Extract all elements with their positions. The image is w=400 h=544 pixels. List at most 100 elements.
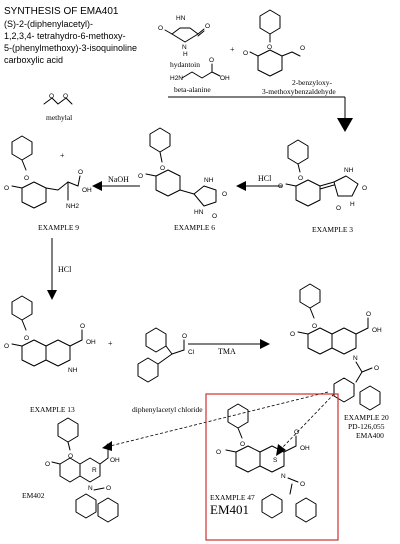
diphenylacetyl-label: diphenylacetyl chloride (132, 405, 203, 414)
ex20-o: O (366, 311, 371, 318)
ex13-oh: OH (86, 339, 96, 346)
ex9-o: O (78, 169, 83, 176)
aldehyde-label-2: 3-methoxybenzaldehyde (262, 87, 336, 96)
hydantoin-h-bottom: H (183, 51, 188, 58)
example-20-label-1: EXAMPLE 20 (344, 413, 389, 422)
example-6-label: EXAMPLE 6 (174, 223, 215, 232)
reagent-naoh: NaOH (108, 175, 129, 184)
em402-o: O (106, 443, 111, 450)
example-9-structure: O O O OH NH2 (4, 135, 92, 210)
reagent-hcl-1: HCl (258, 174, 272, 183)
example-9-label: EXAMPLE 9 (38, 223, 79, 232)
em401-label: EM401 (210, 502, 249, 517)
example-3-label: EXAMPLE 3 (312, 225, 353, 234)
aldehyde-structure: O O O (243, 9, 305, 77)
example-3-structure: O O NH O O H (278, 139, 367, 212)
plus-sign-2: + (60, 151, 65, 160)
ex20-oh: OH (372, 327, 382, 334)
ex6-nh-top: NH (204, 177, 214, 184)
ex9-o-benzyl: O (24, 175, 29, 182)
example-20-structure: O O O OH N O (290, 283, 382, 411)
ex6-hn-bottom: HN (194, 209, 204, 216)
plus-sign-1: + (230, 45, 235, 54)
ex9-o-methoxy: O (4, 185, 9, 192)
dashed-arrow-to-em402 (102, 391, 329, 451)
ex3-o-methoxy: O (278, 183, 283, 190)
hydantoin-hn-top: HN (176, 15, 186, 22)
reagent-hcl-2: HCl (58, 265, 72, 274)
ex3-nh-top: NH (344, 167, 354, 174)
title-line-5: carboxylic acid (4, 55, 63, 65)
ex6-o-benzyl: O (160, 165, 165, 172)
ex6-o-right: O (222, 191, 227, 198)
hydantoin-structure: O O N H HN (158, 15, 210, 58)
em401-o-amide: O (300, 481, 305, 488)
aldehyde-o-carbonyl: O (300, 45, 305, 52)
em402-o-methoxy: O (45, 461, 50, 468)
diphenylacetyl-structure: O Cl (137, 327, 195, 383)
methylal-o-2: O (63, 93, 68, 100)
beta-alanine-structure: H2N O OH (170, 57, 230, 82)
ex13-o-benzyl: O (24, 335, 29, 342)
example-20-label-3: EMA400 (356, 431, 384, 440)
ex20-o-benzyl: O (312, 323, 317, 330)
ex6-o-bottom: O (212, 213, 217, 220)
example-20-label-2: PD-126,055 (348, 422, 385, 431)
title-line-1: SYNTHESIS OF EMA401 (4, 6, 119, 17)
em401-stereo-s: S (273, 457, 278, 464)
em402-o-amide: O (106, 485, 111, 492)
em401-o: O (294, 429, 299, 436)
aldehyde-o-benzyl: O (267, 44, 272, 51)
arrow-to-example-3 (168, 96, 353, 132)
beta-alanine-h2n: H2N (170, 75, 183, 82)
title-line-4: 5-(phenylmethoxy)-3-isoquinoline (4, 43, 137, 53)
arrow-hcl-1: HCl (236, 174, 282, 191)
beta-alanine-o: O (209, 57, 214, 64)
ex13-o: O (80, 323, 85, 330)
methylal-structure: O O (43, 93, 73, 105)
ex20-o-methoxy: O (290, 331, 295, 338)
example-13-structure: O O O OH NH (4, 295, 96, 374)
em401-o-methoxy: O (216, 449, 221, 456)
em401-o-benzyl: O (240, 441, 245, 448)
hydantoin-o-right: O (205, 23, 210, 30)
beta-alanine-label: beta-alanine (174, 85, 211, 94)
em402-structure: O O R O OH N O (45, 417, 120, 523)
em402-label: EM402 (22, 491, 45, 500)
em402-oh: OH (110, 457, 120, 464)
ex20-n: N (353, 355, 358, 362)
aldehyde-o-methoxy: O (243, 50, 248, 57)
ex20-o-amide: O (374, 365, 379, 372)
methylal-o-1: O (49, 93, 54, 100)
ex3-h-bottom: H (350, 201, 355, 208)
arrow-naoh: NaOH (92, 175, 140, 191)
ex3-o-right: O (362, 185, 367, 192)
ex9-oh: OH (82, 187, 92, 194)
ex3-o-benzyl: O (298, 175, 303, 182)
diphenyl-cl: Cl (188, 349, 195, 356)
em401-highlight-box (205, 393, 339, 541)
scheme-title: SYNTHESIS OF EMA401 (S)-2-(diphenylacety… (4, 6, 137, 65)
plus-sign-3: + (108, 339, 113, 348)
example-13-label: EXAMPLE 13 (30, 405, 75, 414)
arrow-hcl-2: HCl (47, 238, 72, 300)
em401-n: N (281, 473, 286, 480)
title-line-3: 1,2,3,4- tetrahydro-6-methoxy- (4, 31, 126, 41)
em401-structure: O O S O OH N O (216, 403, 317, 523)
em401-oh: OH (300, 445, 310, 452)
methylal-label: methylal (46, 113, 72, 122)
ex3-o-bottom: O (336, 205, 341, 212)
ex6-o-methoxy: O (138, 173, 143, 180)
title-line-2: (S)-2-(diphenylacetyl)- (4, 19, 93, 29)
hydantoin-n-bottom: N (182, 44, 187, 51)
example-47-label: EXAMPLE 47 (210, 493, 255, 502)
ex13-o-methoxy: O (4, 343, 9, 350)
em402-stereo-r: R (92, 467, 97, 474)
reagent-tma: TMA (218, 347, 236, 356)
ex13-nh: NH (68, 367, 78, 374)
hydantoin-label: hydantoin (170, 60, 200, 69)
arrow-tma: TMA (188, 339, 270, 356)
aldehyde-label-1: 2-benzyloxy- (292, 78, 332, 87)
em402-o-benzyl: O (68, 453, 73, 460)
